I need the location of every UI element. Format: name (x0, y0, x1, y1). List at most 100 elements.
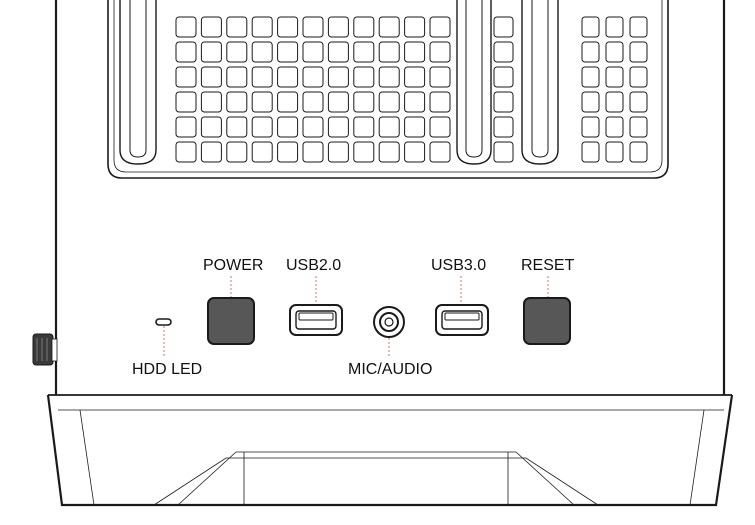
vent-cell (378, 41, 400, 63)
vent-cell (429, 116, 451, 138)
top-vent (107, 0, 669, 179)
vent-cell (277, 141, 299, 163)
vent-cell (226, 16, 248, 38)
vent-cell (175, 41, 197, 63)
vent-cell (327, 141, 349, 163)
vent-cell (277, 116, 299, 138)
vent-cell (493, 66, 514, 88)
vent-cell (251, 91, 273, 113)
vent-cell (200, 16, 222, 38)
case-base (46, 394, 734, 507)
vent-cell (581, 116, 600, 138)
label-usb2: USB2.0 (286, 257, 342, 274)
vent-cell (581, 66, 600, 88)
vent-cell (404, 141, 426, 163)
power-button[interactable] (207, 297, 255, 345)
vent-cell (581, 41, 600, 63)
case-body (48, 0, 732, 411)
usb2-port[interactable] (289, 304, 343, 336)
vent-cell (302, 66, 324, 88)
vent-cell (226, 41, 248, 63)
vent-cell (629, 16, 648, 38)
vent-cell (226, 141, 248, 163)
leader-lines (163, 276, 549, 358)
side-knob (32, 333, 58, 366)
vent-cell (200, 41, 222, 63)
vent-cell (226, 66, 248, 88)
vent-mesh (175, 16, 648, 163)
vent-cell (581, 141, 600, 163)
vent-cell (277, 41, 299, 63)
vent-cell (378, 116, 400, 138)
vent-cell (251, 141, 273, 163)
vent-cell (302, 141, 324, 163)
vent-cell (353, 91, 375, 113)
vent-cell (605, 91, 624, 113)
vent-cell (353, 41, 375, 63)
vent-cell (493, 116, 514, 138)
vent-cell (493, 141, 514, 163)
usb3-port[interactable] (435, 304, 489, 336)
vent-cell (251, 16, 273, 38)
vent-cell (404, 16, 426, 38)
vent-cell (251, 116, 273, 138)
vent-cell (277, 91, 299, 113)
vent-cell (378, 66, 400, 88)
vent-cell (302, 91, 324, 113)
vent-cell (629, 91, 648, 113)
vent-cell (429, 141, 451, 163)
vent-cell (629, 41, 648, 63)
vent-cell (302, 41, 324, 63)
vent-cell (302, 16, 324, 38)
vent-cell (378, 91, 400, 113)
vent-cell (277, 16, 299, 38)
vent-cell (353, 66, 375, 88)
vent-cell (605, 16, 624, 38)
label-hdd-led: HDD LED (132, 361, 203, 378)
vent-cell (404, 91, 426, 113)
vent-cell (629, 116, 648, 138)
vent-cell (581, 16, 600, 38)
vent-cell (404, 116, 426, 138)
vent-cell (200, 141, 222, 163)
vent-cell (493, 91, 514, 113)
hdd-led-indicator (155, 318, 172, 326)
vent-cell (429, 16, 451, 38)
vent-cell (605, 141, 624, 163)
vent-cell (327, 66, 349, 88)
vent-cell (175, 66, 197, 88)
vent-cell (429, 41, 451, 63)
vent-cell (629, 66, 648, 88)
vent-cell (200, 116, 222, 138)
vent-cell (175, 91, 197, 113)
vent-cell (200, 66, 222, 88)
vent-cell (629, 141, 648, 163)
vent-cell (581, 91, 600, 113)
vent-cell (493, 16, 514, 38)
vent-cell (404, 41, 426, 63)
vent-cell (277, 66, 299, 88)
vent-cell (175, 141, 197, 163)
vent-cell (605, 66, 624, 88)
reset-button[interactable] (523, 297, 571, 345)
vent-cell (353, 116, 375, 138)
vent-cell (327, 116, 349, 138)
vent-cell (251, 41, 273, 63)
label-power: POWER (203, 257, 264, 274)
vent-cell (175, 16, 197, 38)
label-reset: RESET (521, 257, 575, 274)
vent-cell (353, 141, 375, 163)
vent-cell (429, 91, 451, 113)
label-usb3: USB3.0 (431, 257, 487, 274)
vent-cell (327, 41, 349, 63)
vent-cell (327, 16, 349, 38)
vent-cell (302, 116, 324, 138)
vent-cell (175, 116, 197, 138)
vent-cell (200, 91, 222, 113)
vent-cell (378, 16, 400, 38)
label-mic-audio: MIC/AUDIO (348, 361, 433, 378)
vent-cell (353, 16, 375, 38)
audio-jack[interactable] (373, 306, 405, 338)
vent-cell (226, 116, 248, 138)
